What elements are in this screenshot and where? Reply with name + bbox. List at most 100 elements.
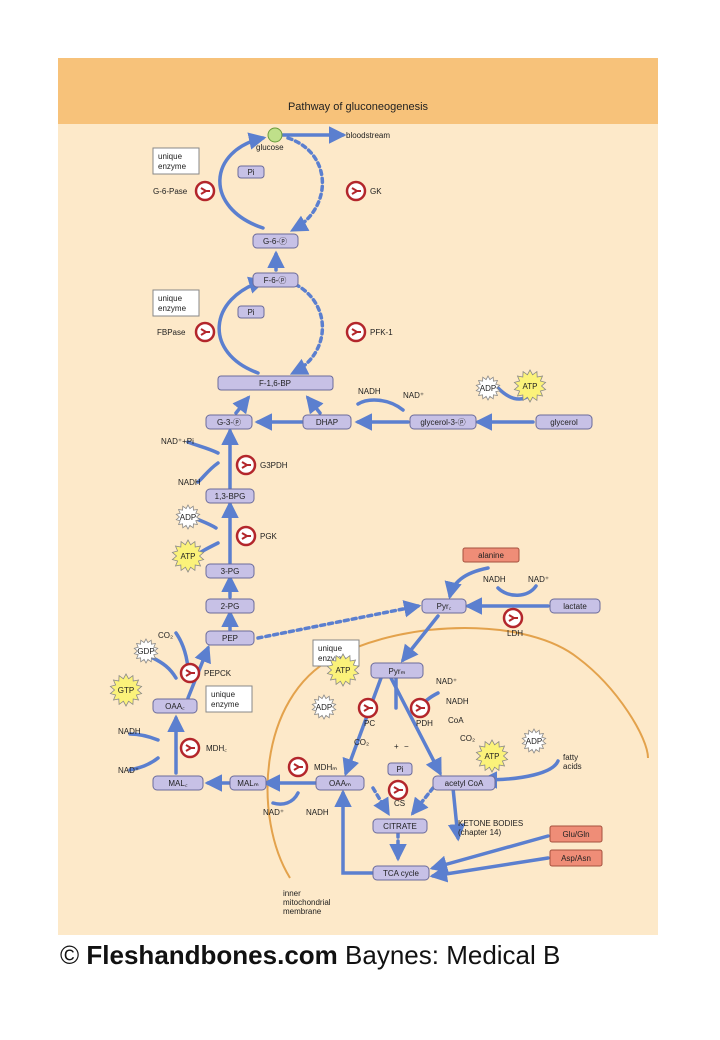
box-glycerol: glycerol (535, 414, 593, 430)
box-pi-2: Pi (237, 305, 265, 319)
footer-credit: © Fleshandbones.com Baynes: Medical B (60, 940, 720, 980)
burst-label-atp3: ATP (336, 666, 351, 675)
burst-atp3: ATP (326, 653, 360, 687)
box-citrate: CITRATE (372, 818, 428, 834)
box-pep: PEP (205, 630, 255, 646)
svg-text:F-1,6-BP: F-1,6-BP (259, 379, 291, 388)
box-f16bp: F-1,6-BP (217, 375, 334, 391)
copyright-symbol: © (60, 940, 80, 970)
source-credit: Baynes: Medical B (345, 940, 561, 970)
svg-text:PEP: PEP (222, 634, 238, 643)
enzyme-pgk: PGK (235, 525, 278, 547)
label-co2b: CO₂ (354, 738, 369, 747)
label-ketone: KETONE BODIES(chapter 14) (458, 819, 523, 837)
enzyme-pfk1: PFK-1 (345, 321, 393, 343)
box-pyrc: Pyr꜀ (421, 598, 467, 614)
svg-text:glycerol-3-ⓟ: glycerol-3-ⓟ (420, 418, 465, 427)
diagram-frame: Pathway of gluconeogenesis (58, 58, 658, 935)
burst-label-atp2: ATP (181, 552, 196, 561)
burst-label-atp4: ATP (485, 752, 500, 761)
burst-adp4: ADP (521, 728, 547, 754)
header-band: Pathway of gluconeogenesis (58, 58, 658, 124)
box-1-3-bpg: 1,3-BPG (205, 488, 255, 504)
box-glu-gln: Glu/Gln (549, 825, 603, 843)
enzyme-mdhm: MDHₘ (287, 756, 337, 778)
burst-label-adp1: ADP (480, 384, 496, 393)
enzyme-pc: PC (357, 697, 379, 728)
enzyme-pdh: PDH (409, 697, 433, 728)
svg-text:G-6-ⓟ: G-6-ⓟ (263, 237, 287, 246)
svg-text:Pi: Pi (247, 168, 254, 177)
label-plus: + (394, 742, 399, 751)
label-nadplus6: NAD⁺ (263, 808, 284, 817)
enzyme-label-g3pdh: G3PDH (260, 461, 288, 470)
enzyme-label-ldh: LDH (507, 629, 523, 638)
label-nadh5: NADH (446, 697, 469, 706)
label-co2a: CO₂ (158, 631, 173, 640)
box-dhap: DHAP (302, 414, 352, 430)
glucose-node (267, 127, 283, 143)
box-oaam: OAAₘ (315, 775, 365, 791)
label-coa: CoA (448, 716, 464, 725)
enzyme-mdhc: MDH꜀ (179, 737, 227, 759)
box-pi-3: Pi (387, 762, 413, 776)
svg-text:OAAₘ: OAAₘ (329, 779, 351, 788)
enzyme-label-mdhc: MDH꜀ (206, 744, 227, 753)
label-nadpi: NAD⁺+Pi (161, 437, 194, 446)
label-nadplus1: NAD⁺ (403, 391, 424, 400)
box-glycerol3p: glycerol-3-ⓟ (409, 414, 477, 430)
svg-text:CITRATE: CITRATE (383, 822, 417, 831)
burst-label-atp1: ATP (523, 382, 538, 391)
svg-text:acetyl CoA: acetyl CoA (445, 779, 484, 788)
svg-text:Asp/Asn: Asp/Asn (561, 854, 591, 863)
enzyme-label-pc: PC (364, 719, 375, 728)
label-nadh4: NADH (118, 727, 141, 736)
burst-gdp: GDP (133, 638, 159, 664)
svg-text:MALₘ: MALₘ (237, 779, 258, 788)
burst-atp1: ATP (513, 369, 547, 403)
burst-adp1: ADP (475, 375, 501, 401)
enzyme-cs: CS (387, 779, 409, 808)
burst-label-gtp: GTP (118, 686, 134, 695)
box-g6p: G-6-ⓟ (252, 233, 299, 249)
box-g3p: G-3-ⓟ (205, 414, 253, 430)
burst-gtp: GTP (109, 673, 143, 707)
svg-text:3-PG: 3-PG (221, 567, 240, 576)
enzyme-gk: GK (345, 180, 382, 202)
burst-adp2: ADP (175, 504, 201, 530)
label-minus: − (404, 742, 409, 751)
enzyme-label-cs: CS (394, 799, 405, 808)
label-co2c: CO₂ (460, 734, 475, 743)
enzyme-label-mdhm: MDHₘ (314, 763, 337, 772)
svg-text:lactate: lactate (563, 602, 587, 611)
box-f6p: F-6-ⓟ (252, 272, 299, 288)
enzyme-g3pdh: G3PDH (235, 454, 288, 476)
box-3-pg: 3-PG (205, 563, 255, 579)
burst-adp3: ADP (311, 694, 337, 720)
box-pyrm: Pyrₘ (370, 662, 424, 679)
cofactor-bursts: ATP ADP ATP ADP ATP ADP ATP ADP GTP GDP (109, 369, 547, 773)
label-nadplus5: NAD⁺ (436, 677, 457, 686)
svg-text:2-PG: 2-PG (221, 602, 240, 611)
box-pi-1: Pi (237, 165, 265, 179)
box-malc: MAL꜀ (152, 775, 204, 791)
svg-text:G-3-ⓟ: G-3-ⓟ (217, 418, 241, 427)
enzyme-label-gk: GK (370, 187, 382, 196)
svg-text:glycerol: glycerol (550, 418, 578, 427)
label-nadplus3: NAD⁺ (528, 575, 549, 584)
enzyme-pepck: PEPCK (179, 662, 232, 684)
label-nadh3: NADH (483, 575, 506, 584)
svg-text:F-6-ⓟ: F-6-ⓟ (264, 276, 287, 285)
diagram-title: Pathway of gluconeogenesis (287, 101, 429, 113)
glucose-label: glucose (256, 143, 284, 152)
enzyme-fbpase: FBPase (157, 321, 216, 343)
label-nadh1: NADH (358, 387, 381, 396)
box-asp-asn: Asp/Asn (549, 849, 603, 867)
